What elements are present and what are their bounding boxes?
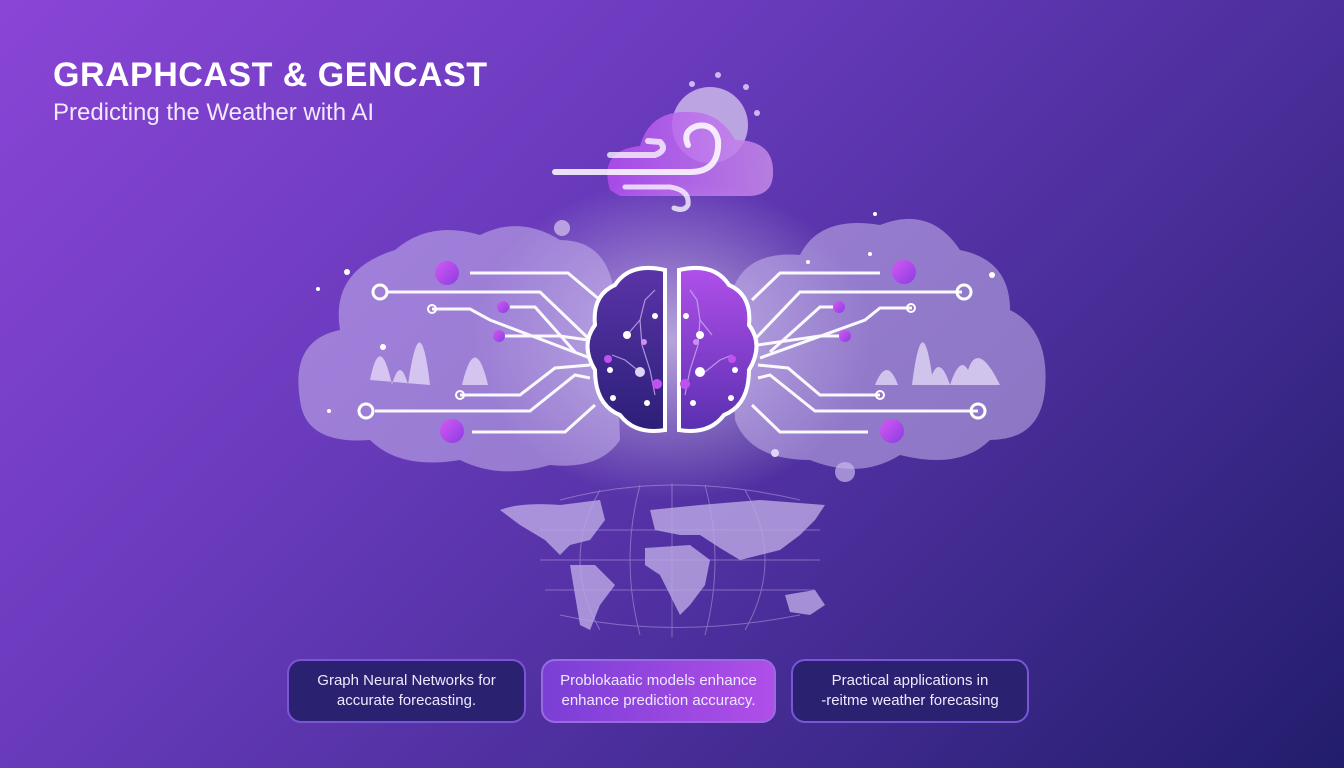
left-network-cloud	[298, 220, 620, 472]
card-line: -reitme weather forecasing	[821, 692, 999, 709]
feature-card-gnn: Graph Neural Networks for accurate forec…	[287, 659, 526, 723]
card-line: enhance prediction accuracy.	[561, 692, 756, 709]
card-line: Graph Neural Networks for	[317, 672, 496, 689]
feature-card-probabilistic: Problokaatic models enhance enhance pred…	[541, 659, 776, 723]
page-title: GRAPHCAST & GENCAST	[53, 56, 488, 94]
card-line: Problokaatic models enhance	[560, 672, 757, 689]
card-line: accurate forecasting.	[336, 692, 477, 709]
circuit-brain-icon	[585, 265, 759, 433]
world-map-grid-icon	[500, 483, 825, 637]
cloud-wind-sun-icon	[552, 72, 774, 212]
page-subtitle: Predicting the Weather with AI	[53, 99, 375, 126]
right-network-cloud	[730, 212, 1046, 482]
feature-card-applications: Practical applications in -reitme weathe…	[791, 659, 1029, 723]
card-line: Practical applications in	[831, 672, 989, 689]
